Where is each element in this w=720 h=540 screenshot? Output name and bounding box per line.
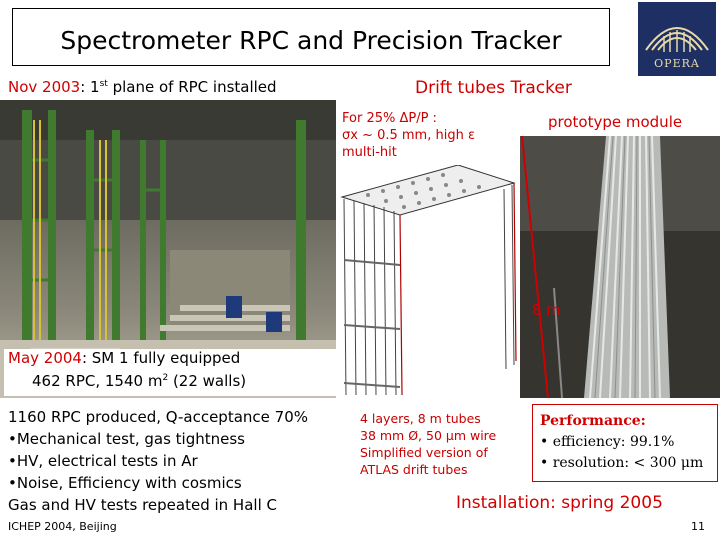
drift-tube-module-drawing — [338, 164, 530, 397]
performance-item: • resolution: < 300 μm — [540, 455, 704, 471]
drift-resolution-note: For 25% ΔP/P : σx ~ 0.5 mm, high ε multi… — [342, 110, 475, 161]
sm-status-rpc-count: 462 RPC, 1540 m — [32, 372, 163, 390]
rpc-install-caption: Nov 2003: 1st plane of RPC installed — [8, 78, 277, 96]
sm-status-date: May 2004 — [8, 349, 82, 367]
tube-spec-line: Simplified version of — [360, 445, 488, 460]
rpc-install-date: Nov 2003 — [8, 78, 81, 96]
drift-tube-specs: 4 layers, 8 m tubes 38 mm Ø, 50 μm wire … — [360, 410, 496, 478]
sm-status-text: : SM 1 fully equipped — [81, 349, 241, 367]
performance-item: • efficiency: 99.1% — [540, 434, 675, 450]
tube-spec-line: 4 layers, 8 m tubes — [360, 411, 481, 426]
rpc-stat-line: 1160 RPC produced, Q-acceptance 70% — [8, 408, 308, 426]
tube-spec-line: 38 mm Ø, 50 μm wire — [360, 428, 497, 443]
drift-tubes-title: Drift tubes Tracker — [415, 78, 572, 98]
performance-text: Performance: • efficiency: 99.1% • resol… — [540, 411, 703, 474]
rpc-production-stats: 1160 RPC produced, Q-acceptance 70% •Mec… — [8, 406, 308, 516]
opera-logo: OPERA — [638, 2, 716, 76]
rpc-stat-line: Gas and HV tests repeated in Hall C — [8, 496, 277, 514]
performance-title: Performance: — [540, 413, 646, 429]
drift-note-line: For 25% ΔP/P : — [342, 111, 437, 126]
tube-length-label: 8 m — [532, 301, 561, 319]
footer-conference: ICHEP 2004, Beijing — [8, 520, 117, 533]
slide-title: Spectrometer RPC and Precision Tracker — [60, 26, 562, 55]
sm-status-unit-sup: 2 — [162, 373, 169, 383]
sm-status-background — [4, 349, 342, 396]
sm-status-walls: (22 walls) — [168, 372, 247, 390]
installation-date: Installation: spring 2005 — [456, 493, 663, 513]
logo-text: OPERA — [654, 57, 700, 70]
prototype-module-photo — [520, 136, 720, 398]
prototype-module-label: prototype module — [548, 113, 683, 131]
rpc-install-rest: plane of RPC installed — [107, 78, 277, 96]
sm-status-line2: 462 RPC, 1540 m2 (22 walls) — [32, 372, 246, 390]
performance-box — [532, 404, 718, 482]
drift-note-line: σx ~ 0.5 mm, high ε — [342, 128, 475, 143]
rpc-install-sep: : 1 — [80, 78, 100, 96]
rpc-install-sup: st — [99, 79, 108, 89]
rpc-stat-line: •HV, electrical tests in Ar — [8, 452, 198, 470]
sm-status-line1: May 2004: SM 1 fully equipped — [8, 349, 240, 367]
rpc-stat-line: •Noise, Efficiency with cosmics — [8, 474, 242, 492]
prototype-tubes-illustration — [520, 136, 720, 398]
logo-arches-icon — [645, 27, 709, 52]
rpc-stat-line: •Mechanical test, gas tightness — [8, 430, 245, 448]
tube-spec-line: ATLAS drift tubes — [360, 462, 468, 477]
page-number: 11 — [691, 520, 705, 533]
drift-note-line: multi-hit — [342, 145, 397, 160]
title-frame — [12, 8, 610, 66]
